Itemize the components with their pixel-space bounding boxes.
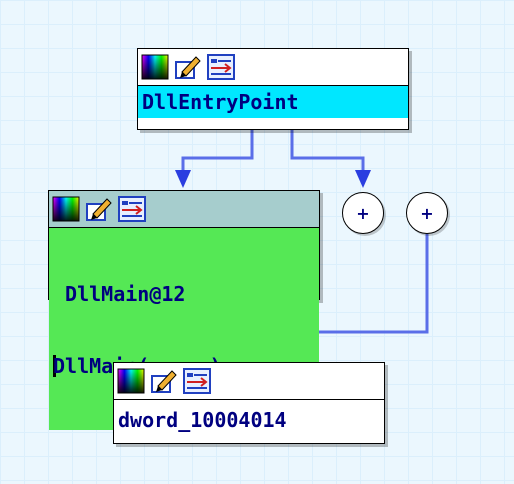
arrowhead-dllmain: [175, 170, 191, 188]
color-palette-icon[interactable]: [117, 368, 145, 394]
color-palette-icon[interactable]: [141, 54, 169, 80]
xrefs-icon[interactable]: [207, 54, 235, 80]
xrefs-icon[interactable]: [183, 368, 211, 394]
node-code[interactable]: dword_10004014: [114, 400, 384, 436]
expand-plus-icon: +: [420, 203, 434, 223]
expand-plus-icon: +: [356, 203, 370, 223]
node-line: dword_10004014: [118, 408, 287, 432]
node-dllentrypoint[interactable]: DllEntryPoint: [137, 48, 409, 130]
rename-icon[interactable]: [85, 196, 113, 222]
rename-icon[interactable]: [174, 54, 202, 80]
color-palette-icon[interactable]: [52, 196, 80, 222]
node-header: [114, 363, 384, 400]
collapsed-node-1[interactable]: +: [342, 192, 384, 234]
node-dllmain[interactable]: DllMain@12 DllMain(x,x,x): [48, 190, 320, 430]
edge-entry-to-dllmain: [181, 130, 254, 184]
node-code[interactable]: DllEntryPoint: [138, 86, 408, 118]
node-line: DllEntryPoint: [142, 90, 299, 114]
node-header: [138, 49, 408, 86]
node-header: [49, 191, 319, 228]
rename-icon[interactable]: [150, 368, 178, 394]
arrowhead-collapsed-1: [355, 170, 371, 188]
node-dword[interactable]: dword_10004014: [113, 362, 385, 444]
collapsed-node-2[interactable]: +: [406, 192, 448, 234]
node-line: DllMain@12: [53, 282, 186, 306]
xrefs-icon[interactable]: [118, 196, 146, 222]
text-cursor: [53, 355, 56, 377]
edge-entry-to-collapsed-1: [290, 130, 365, 184]
